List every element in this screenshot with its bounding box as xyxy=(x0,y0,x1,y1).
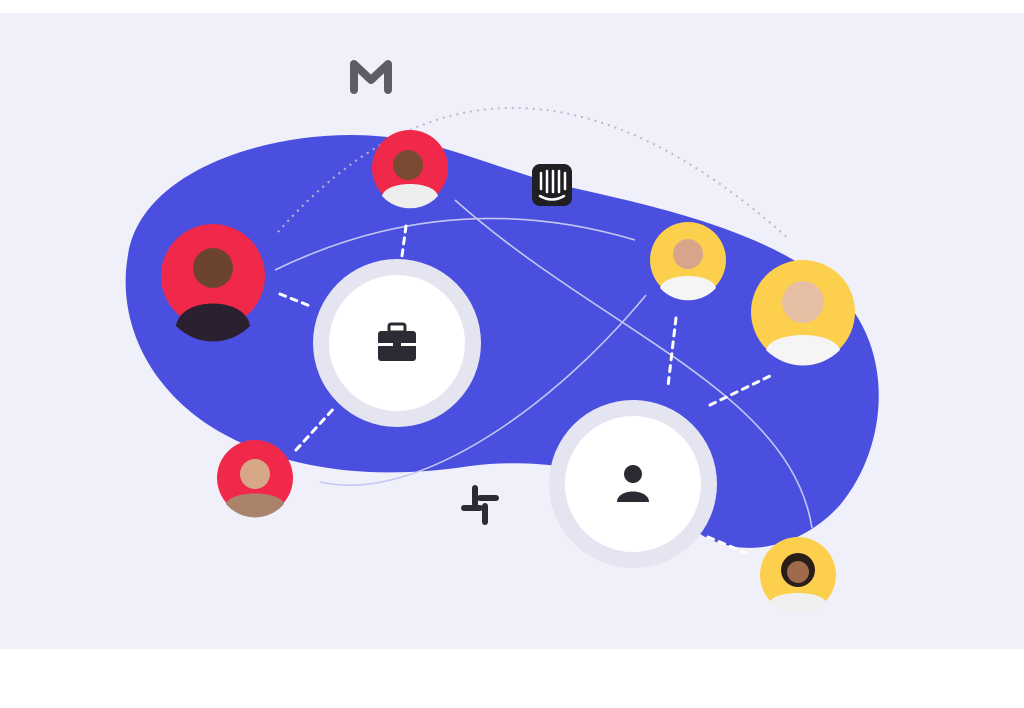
intercom-icon xyxy=(532,164,572,206)
dashed-links xyxy=(278,224,772,555)
user-hub[interactable] xyxy=(549,400,717,568)
briefcase-hub[interactable] xyxy=(313,259,481,427)
slack-icon xyxy=(461,485,499,525)
user-icon xyxy=(617,465,649,502)
avatar[interactable] xyxy=(161,224,265,342)
avatars xyxy=(161,130,855,615)
avatar[interactable] xyxy=(751,260,855,366)
connection-lines xyxy=(274,199,813,529)
briefcase-icon xyxy=(378,322,416,361)
avatar[interactable] xyxy=(217,440,293,518)
avatar[interactable] xyxy=(372,130,448,209)
gmail-icon xyxy=(350,60,392,94)
avatar[interactable] xyxy=(650,222,726,301)
avatar[interactable] xyxy=(760,537,836,615)
